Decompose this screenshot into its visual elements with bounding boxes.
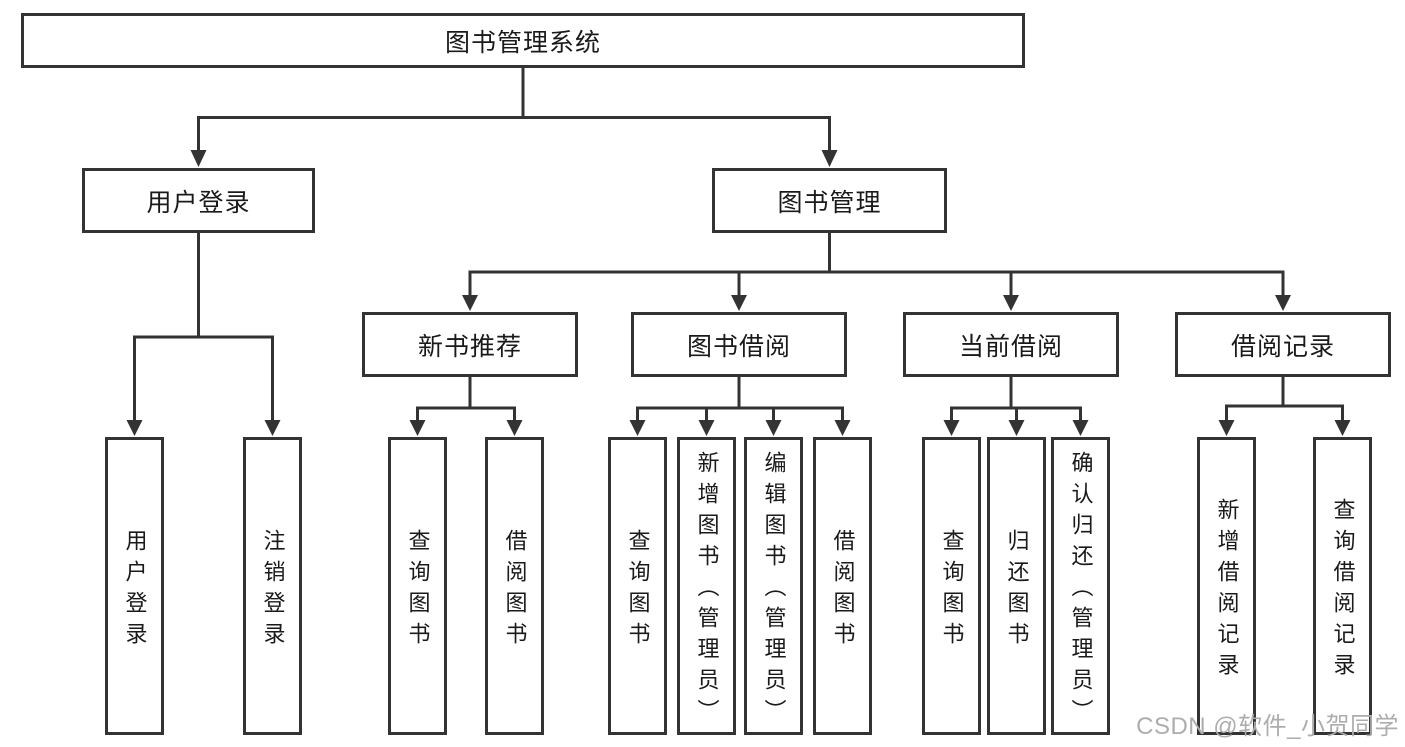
leaf-label: 新增图书（管理员） <box>694 451 720 730</box>
leaf-nbr-query-books: 查询图书 <box>388 437 447 735</box>
leaf-br-query-record: 查询借阅记录 <box>1313 437 1372 735</box>
leaf-bb-query-books: 查询图书 <box>608 437 667 735</box>
arrowheads-book-borrow-group <box>629 420 851 436</box>
connector-new-book-group <box>416 376 516 422</box>
node-borrow-records: 借阅记录 <box>1175 312 1391 377</box>
connector-current-borrow-group <box>950 376 1082 422</box>
leaf-label: 确认归还（管理员） <box>1068 451 1094 730</box>
connector-book-borrow-group <box>636 376 844 422</box>
leaf-cb-query-books: 查询图书 <box>922 437 981 735</box>
leaf-nbr-borrow-books: 借阅图书 <box>485 437 544 735</box>
leaf-bb-edit-books-admin: 编辑图书（管理员） <box>744 437 803 735</box>
leaf-label: 查询图书 <box>939 528 965 653</box>
connector-user-login-group <box>133 231 274 422</box>
leaf-label: 新增借阅记录 <box>1214 497 1240 684</box>
leaf-user-login: 用户登录 <box>105 437 164 735</box>
leaf-label: 归还图书 <box>1004 528 1030 653</box>
leaf-cb-return-books: 归还图书 <box>987 437 1046 735</box>
node-label: 新书推荐 <box>417 332 522 361</box>
arrowheads-level2 <box>462 295 1291 311</box>
connector-root-to-level1 <box>197 66 831 152</box>
arrowheads-borrow-records-group <box>1218 420 1351 436</box>
node-user-login: 用户登录 <box>82 168 315 233</box>
leaf-label: 借阅图书 <box>830 528 856 653</box>
connector-borrow-records-group <box>1225 376 1344 422</box>
node-current-borrow: 当前借阅 <box>903 312 1119 377</box>
leaf-label: 用户登录 <box>122 528 148 653</box>
leaf-label: 借阅图书 <box>502 528 528 653</box>
node-label: 当前借阅 <box>958 332 1063 361</box>
node-new-book-recommend: 新书推荐 <box>362 312 578 377</box>
leaf-bb-add-books-admin: 新增图书（管理员） <box>677 437 736 735</box>
leaf-logout: 注销登录 <box>243 437 302 735</box>
leaf-label: 查询图书 <box>405 528 431 653</box>
leaf-label: 注销登录 <box>260 528 286 653</box>
arrowheads-level1 <box>190 150 838 167</box>
arrowheads-current-borrow-group <box>943 420 1089 436</box>
leaf-br-add-record: 新增借阅记录 <box>1197 437 1256 735</box>
node-label: 图书管理系统 <box>444 28 601 57</box>
node-book-management: 图书管理 <box>712 168 947 233</box>
node-label: 借阅记录 <box>1230 332 1335 361</box>
node-label: 图书借阅 <box>686 332 791 361</box>
leaf-label: 查询借阅记录 <box>1330 497 1356 684</box>
node-label: 用户登录 <box>146 188 251 217</box>
arrowheads-new-book-group <box>409 420 523 436</box>
node-library-management-system: 图书管理系统 <box>21 13 1025 68</box>
arrowheads-user-login-group <box>126 420 281 436</box>
leaf-bb-borrow-books: 借阅图书 <box>813 437 872 735</box>
node-book-borrow: 图书借阅 <box>631 312 847 377</box>
leaf-label: 编辑图书（管理员） <box>761 451 787 730</box>
connector-book-mgmt-to-level2 <box>468 231 1285 297</box>
leaf-label: 查询图书 <box>625 528 651 653</box>
leaf-cb-confirm-return-admin: 确认归还（管理员） <box>1051 437 1110 735</box>
node-label: 图书管理 <box>777 188 882 217</box>
